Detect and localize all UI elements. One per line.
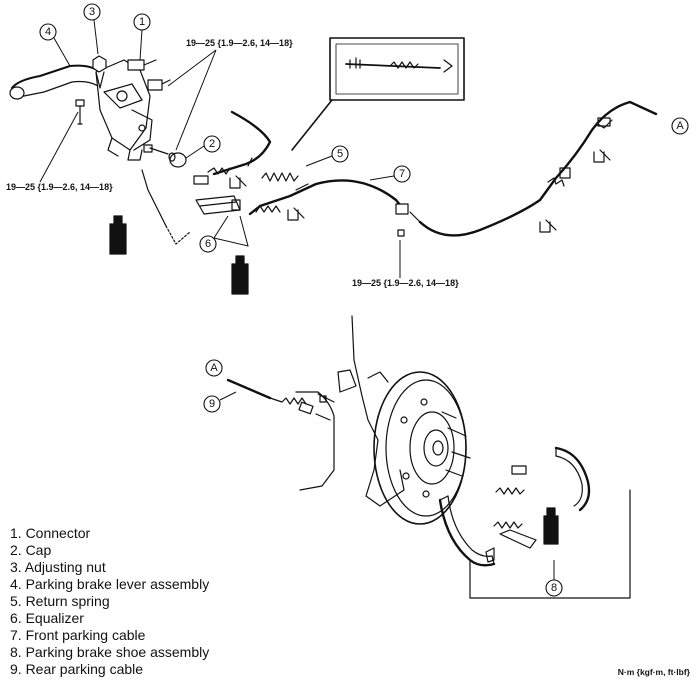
- svg-text:A: A: [210, 362, 218, 374]
- lever-rod: [141, 169, 167, 227]
- torque-units: N·m {kgf·m, ft·lbf}: [617, 667, 690, 677]
- cable-clip: [593, 149, 611, 163]
- legend-item: 7. Front parking cable: [10, 627, 146, 643]
- cable-clip: [229, 175, 247, 189]
- grease-bottle-icon: [109, 215, 127, 255]
- parking-brake-shoe-assembly: [438, 446, 631, 599]
- svg-text:9: 9: [209, 398, 215, 410]
- callout-2: 2: [185, 135, 221, 159]
- cable-clip: [539, 219, 557, 233]
- callout-1: 1: [133, 13, 151, 61]
- legend-item: 3. Adjusting nut: [10, 559, 106, 575]
- svg-text:2: 2: [209, 138, 215, 150]
- lever-chain: [165, 225, 191, 245]
- return-spring: [261, 172, 299, 182]
- callout-8: 8: [545, 560, 563, 597]
- mounting-bolt: [143, 144, 169, 155]
- mounting-bolt: [75, 99, 85, 125]
- callout-3: 3: [83, 3, 101, 55]
- svg-text:1: 1: [139, 16, 145, 28]
- brake-disc: [373, 371, 467, 525]
- legend-item: 2. Cap: [10, 542, 52, 558]
- connector-mark-lower: A: [205, 359, 223, 377]
- wheel-studs: [441, 411, 471, 477]
- svg-text:8: 8: [551, 582, 557, 594]
- connector: [127, 59, 171, 91]
- svg-text:3: 3: [89, 6, 95, 18]
- connector-mark-upper: A: [671, 117, 689, 135]
- parking-brake-lever-assembly: [9, 59, 153, 161]
- rear-parking-cable: [226, 378, 335, 421]
- svg-text:A: A: [676, 120, 684, 132]
- svg-text:7: 7: [399, 168, 405, 180]
- torque-spec-left: 19—25 {1.9—2.6, 14—18}: [6, 182, 113, 192]
- callout-6: 6: [199, 215, 249, 253]
- callout-9: 9: [203, 391, 237, 413]
- grease-bottle-icon: [543, 507, 559, 545]
- legend-item: 1. Connector: [10, 525, 91, 541]
- detail-inset: [291, 37, 465, 151]
- grease-bottle-icon: [231, 255, 249, 295]
- cap: [168, 152, 187, 168]
- legend-item: 6. Equalizer: [10, 610, 84, 626]
- torque-spec-upper: 19—25 {1.9—2.6, 14—18}: [186, 38, 293, 48]
- svg-text:4: 4: [45, 26, 51, 38]
- callout-5: 5: [305, 145, 349, 167]
- svg-text:6: 6: [205, 238, 211, 250]
- cable-upper-segment: [193, 110, 272, 185]
- cable-clip: [287, 207, 305, 221]
- legend-item: 8. Parking brake shoe assembly: [10, 644, 210, 660]
- rear-knuckle: [295, 315, 405, 507]
- rear-parking-cable-route: [418, 100, 658, 237]
- adjusting-nut: [92, 55, 107, 89]
- front-parking-cable: [248, 179, 421, 237]
- callout-4: 4: [39, 23, 71, 67]
- parts-legend: 1. Connector 2. Cap 3. Adjusting nut 4. …: [10, 525, 209, 678]
- torque-spec-lower: 19—25 {1.9—2.6, 14—18}: [352, 278, 459, 288]
- equalizer: [195, 195, 241, 215]
- svg-text:5: 5: [337, 148, 343, 160]
- callout-7: 7: [369, 165, 411, 183]
- legend-item: 5. Return spring: [10, 593, 110, 609]
- legend-item: 9. Rear parking cable: [10, 661, 144, 677]
- legend-item: 4. Parking brake lever assembly: [10, 576, 210, 592]
